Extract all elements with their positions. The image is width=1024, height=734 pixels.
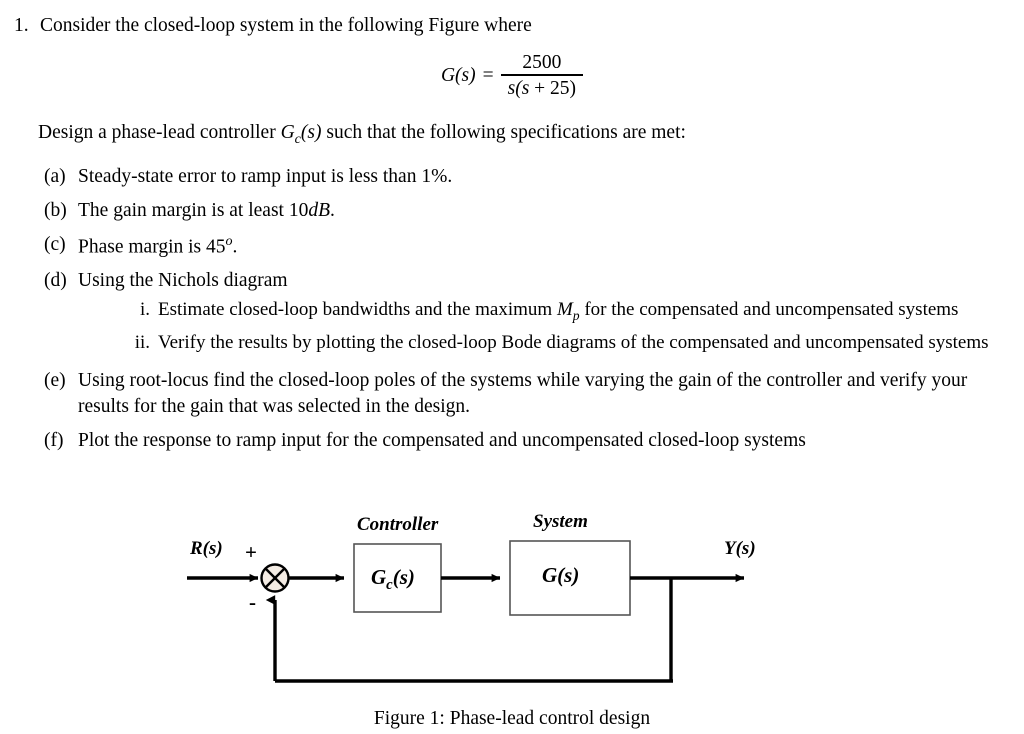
sub-label-i: i. [139, 299, 150, 321]
system-title-label: System [533, 511, 588, 532]
spec-b-before: The gain margin is at least 10 [78, 199, 309, 221]
design-text-before: Design a phase-lead controller [38, 122, 281, 143]
design-instruction: Design a phase-lead controller Gc(s) suc… [38, 122, 686, 148]
spec-label-b: (b) [44, 199, 67, 221]
sub-text-i: Estimate closed-loop bandwidths and the … [158, 297, 994, 325]
spec-b-after: . [330, 199, 335, 221]
equation-denominator: s(s + 25) [501, 76, 583, 99]
sub-item-i: i. Estimate closed-loop bandwidths and t… [124, 297, 994, 325]
spec-label-d: (d) [44, 270, 67, 292]
spec-text-f: Plot the response to ramp input for the … [78, 429, 806, 451]
block-diagram-svg [187, 540, 745, 683]
nichols-subitems-list: i. Estimate closed-loop bandwidths and t… [124, 297, 994, 355]
sub-i-after: for the compensated and uncompensated sy… [579, 299, 959, 321]
equation-fraction: 2500 s(s + 25) [500, 52, 584, 99]
system-block-label: G(s) [542, 563, 580, 587]
sub-i-before: Estimate closed-loop bandwidths and the … [158, 299, 557, 321]
equation-equals-sign: = [482, 64, 494, 86]
summing-plus-sign: + [245, 540, 257, 564]
spec-item-e: (e) Using root-locus find the closed-loo… [44, 368, 994, 420]
controller-title-label: Controller [357, 514, 439, 535]
problem-number: 1. [14, 15, 29, 36]
spec-item-c: (c) Phase margin is 45o. [44, 232, 994, 260]
equation-lhs: G(s) [440, 64, 476, 86]
controller-block-label: Gc(s) [371, 565, 415, 594]
problem-statement: 1. Consider the closed-loop system in th… [14, 13, 1004, 39]
sub-item-ii: ii. Verify the results by plotting the c… [124, 330, 994, 355]
specifications-list: (a) Steady-state error to ramp input is … [44, 164, 994, 462]
mp-symbol-main: M [556, 299, 573, 321]
denominator-operator: + [529, 77, 551, 99]
spec-c-before: Phase margin is 45 [78, 236, 226, 258]
spec-label-c: (c) [44, 233, 66, 255]
equation-numerator: 2500 [522, 52, 562, 73]
spec-label-e: (e) [44, 370, 66, 392]
spec-text-b: The gain margin is at least 10dB. [78, 198, 994, 224]
controller-block-main: G [371, 565, 387, 589]
spec-text-e: Using root-locus find the closed-loop po… [78, 370, 968, 418]
fraction-bar [500, 74, 584, 76]
spec-text-a: Steady-state error to ramp input is less… [78, 166, 453, 187]
sub-label-ii: ii. [134, 332, 150, 354]
controller-symbol-main: G [280, 122, 295, 143]
summing-junction-cross-2 [264, 567, 286, 589]
figure-caption: Figure 1: Phase-lead control design [373, 708, 651, 729]
controller-block-subscript: c [386, 577, 393, 594]
input-label: R(s) [190, 538, 223, 559]
spec-c-after: . [232, 236, 238, 258]
spec-label-a: (a) [44, 166, 66, 187]
spec-item-a: (a) Steady-state error to ramp input is … [44, 164, 994, 190]
transfer-function-equation: G(s) = 2500 s(s + 25) [0, 52, 1024, 99]
block-diagram: R(s) Y(s) + - Controller System Gc(s) G(… [0, 497, 1024, 697]
sub-text-ii: Verify the results by plotting the close… [158, 332, 989, 354]
controller-symbol-arg: (s) [300, 122, 322, 143]
spec-text-d: Using the Nichols diagram i. Estimate cl… [78, 268, 994, 360]
mp-symbol-subscript: p [572, 307, 580, 323]
spec-item-d: (d) Using the Nichols diagram i. Estimat… [44, 268, 994, 360]
spec-label-f: (f) [44, 429, 64, 451]
denominator-post: 25) [550, 77, 577, 99]
spec-c-degree-symbol: o [225, 232, 233, 249]
controller-block-arg: (s) [392, 565, 415, 589]
spec-item-f: (f) Plot the response to ramp input for … [44, 428, 994, 454]
spec-text-c: Phase margin is 45o. [78, 232, 994, 260]
controller-symbol-subscript: c [294, 130, 301, 147]
design-text-after: such that the following specifications a… [321, 122, 686, 143]
spec-b-unit: dB [308, 199, 331, 221]
output-label: Y(s) [724, 538, 756, 559]
summing-minus-sign: - [249, 590, 256, 614]
spec-d-heading: Using the Nichols diagram [78, 270, 288, 292]
problem-text: Consider the closed-loop system in the f… [40, 15, 532, 36]
denominator-pre: s(s [507, 77, 530, 99]
spec-item-b: (b) The gain margin is at least 10dB. [44, 198, 994, 224]
